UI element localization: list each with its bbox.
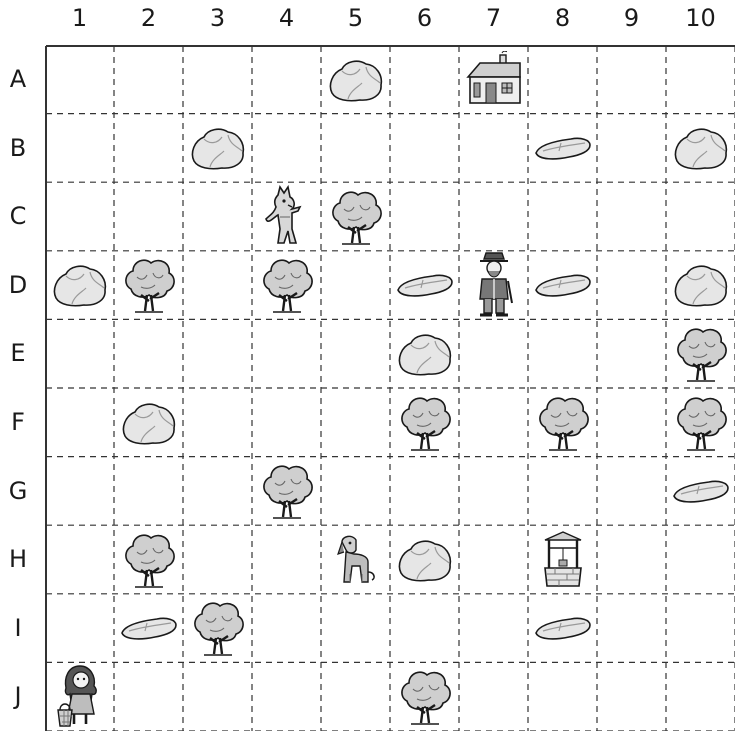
row-label-D: D xyxy=(0,271,36,299)
wolf-icon xyxy=(252,182,321,251)
tree-icon xyxy=(528,388,597,457)
game-board xyxy=(45,45,735,731)
tree-icon xyxy=(390,662,459,731)
little-red-riding-hood-icon xyxy=(45,662,114,731)
tree-icon xyxy=(114,525,183,594)
boulder-icon xyxy=(390,525,459,594)
flat-stone-icon xyxy=(528,114,597,183)
column-label-3: 3 xyxy=(183,4,252,32)
boulder-icon xyxy=(114,388,183,457)
row-label-E: E xyxy=(0,339,36,367)
column-label-6: 6 xyxy=(390,4,459,32)
boulder-icon xyxy=(45,251,114,320)
column-label-5: 5 xyxy=(321,4,390,32)
column-label-4: 4 xyxy=(252,4,321,32)
column-label-1: 1 xyxy=(45,4,114,32)
tree-icon xyxy=(321,182,390,251)
row-label-J: J xyxy=(0,682,36,710)
row-label-I: I xyxy=(0,614,36,642)
house-icon xyxy=(459,45,528,114)
boulder-icon xyxy=(390,319,459,388)
row-label-C: C xyxy=(0,202,36,230)
row-label-A: A xyxy=(0,65,36,93)
column-label-9: 9 xyxy=(597,4,666,32)
row-label-F: F xyxy=(0,408,36,436)
tree-icon xyxy=(666,388,735,457)
flat-stone-icon xyxy=(666,457,735,526)
row-label-H: H xyxy=(0,545,36,573)
flat-stone-icon xyxy=(528,594,597,663)
well-icon xyxy=(528,525,597,594)
tree-icon xyxy=(114,251,183,320)
boulder-icon xyxy=(321,45,390,114)
column-label-8: 8 xyxy=(528,4,597,32)
tree-icon xyxy=(252,251,321,320)
boulder-icon xyxy=(666,114,735,183)
boulder-icon xyxy=(183,114,252,183)
column-label-7: 7 xyxy=(459,4,528,32)
tree-icon xyxy=(390,388,459,457)
row-label-B: B xyxy=(0,134,36,162)
flat-stone-icon xyxy=(390,251,459,320)
tree-icon xyxy=(252,457,321,526)
tree-icon xyxy=(666,319,735,388)
column-label-10: 10 xyxy=(666,4,735,32)
woodcutter-icon xyxy=(459,251,528,320)
boulder-icon xyxy=(666,251,735,320)
tree-icon xyxy=(183,594,252,663)
row-label-G: G xyxy=(0,477,36,505)
flat-stone-icon xyxy=(114,594,183,663)
dog-icon xyxy=(321,525,390,594)
column-label-2: 2 xyxy=(114,4,183,32)
flat-stone-icon xyxy=(528,251,597,320)
